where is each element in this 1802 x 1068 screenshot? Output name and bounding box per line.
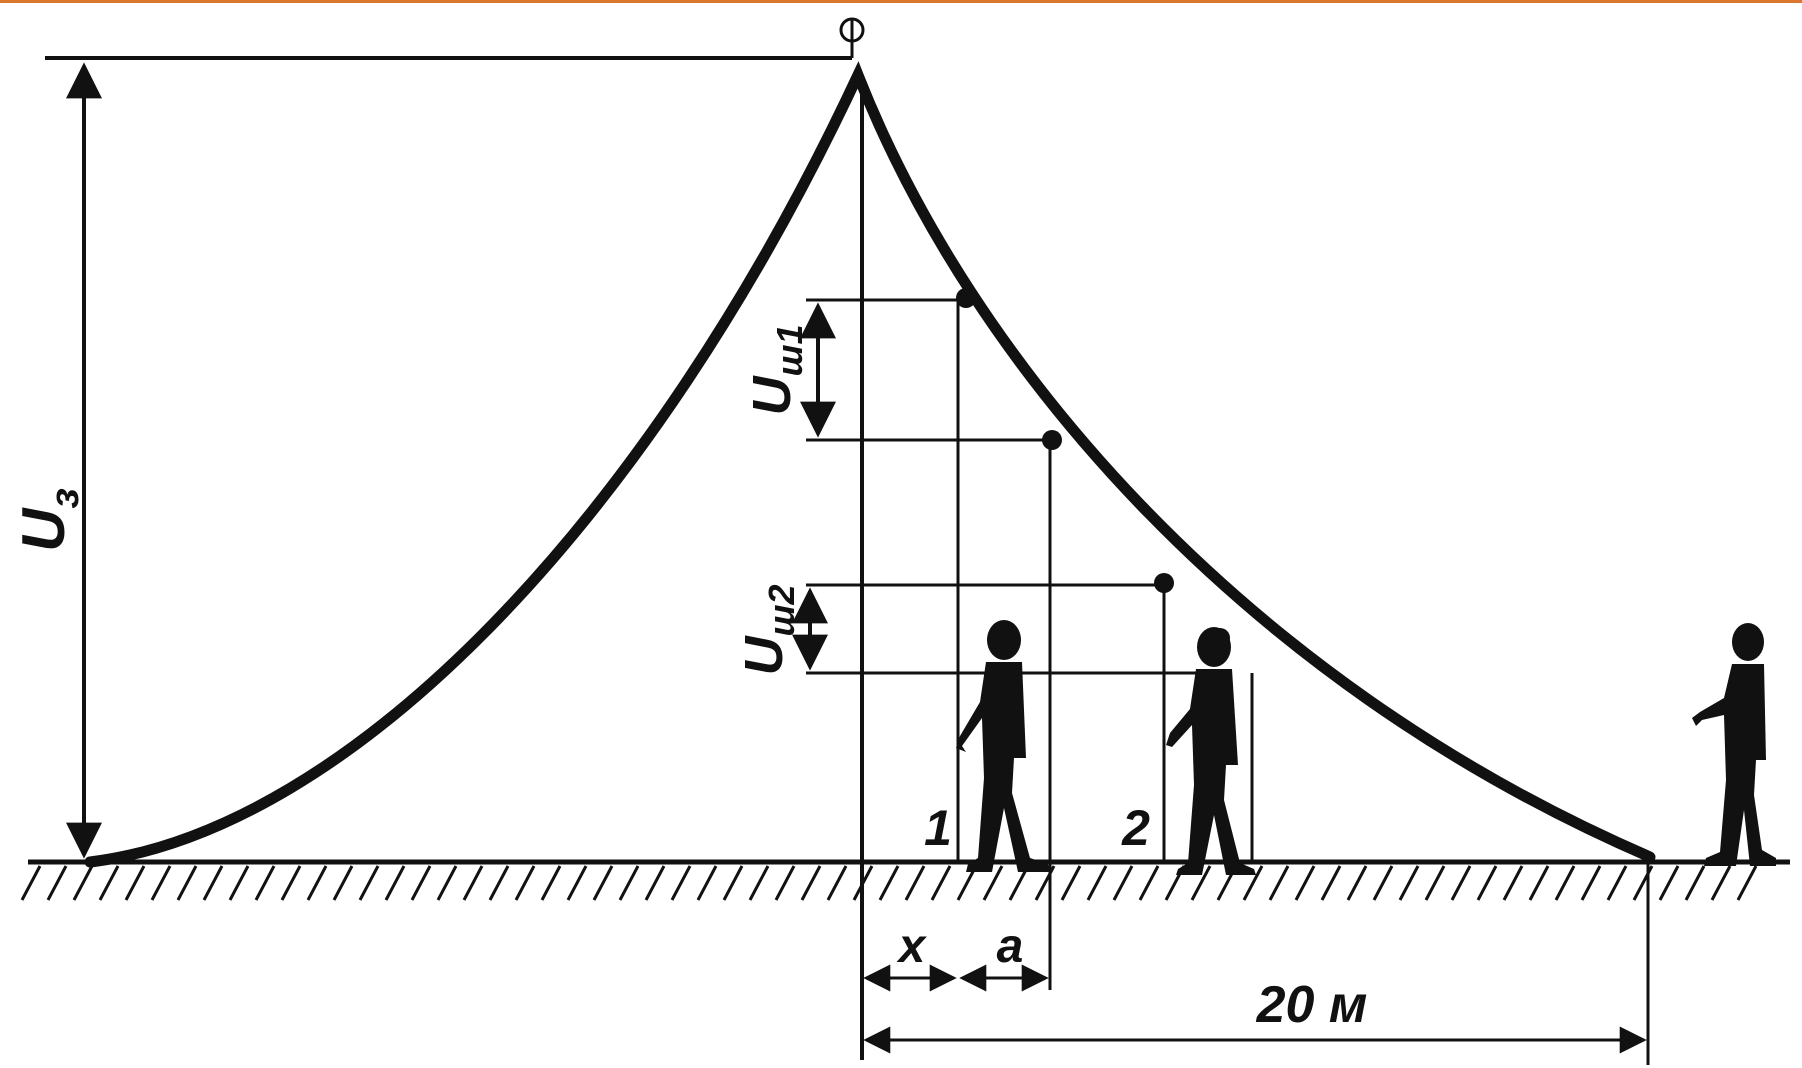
u-earth-label-sub: з <box>43 488 87 508</box>
hatch-line <box>800 865 822 901</box>
hatch-line <box>1424 865 1446 901</box>
x-label: x <box>896 920 928 973</box>
ground <box>20 859 1790 901</box>
hatch-line <box>1684 865 1706 901</box>
hatch-line <box>1268 865 1290 901</box>
hatch-line <box>644 865 666 901</box>
u-step2-label-main: U <box>734 635 794 676</box>
u-earth-label: Uз <box>10 488 87 552</box>
a-label: a <box>997 920 1024 973</box>
hatch-line <box>436 865 458 901</box>
hatch-line <box>904 865 926 901</box>
hatch-line <box>592 865 614 901</box>
top-border <box>0 0 1802 3</box>
hatch-line <box>1606 865 1628 901</box>
u-step2-label-sub: ш2 <box>761 584 802 636</box>
hatch-line <box>1138 865 1160 901</box>
u-step2-label: Uш2 <box>734 584 802 675</box>
hatch-line <box>384 865 406 901</box>
person-2-number: 2 <box>1121 800 1150 856</box>
hatch-line <box>1086 865 1108 901</box>
hatch-line <box>1346 865 1368 901</box>
hatch-line <box>1528 865 1550 901</box>
hatch-line <box>1294 865 1316 901</box>
hatch-line <box>358 865 380 901</box>
hatch-line <box>1554 865 1576 901</box>
svg-text:Uш1: Uш1 <box>742 324 810 415</box>
hatch-line <box>670 865 692 901</box>
hatch-line <box>332 865 354 901</box>
hatch-line <box>1112 865 1134 901</box>
hatch-line <box>618 865 640 901</box>
hatch-line <box>1398 865 1420 901</box>
hatch-line <box>982 865 1004 901</box>
hatch-line <box>202 865 224 901</box>
hatch-line <box>1580 865 1602 901</box>
hatch-line <box>124 865 146 901</box>
hatch-line <box>20 865 42 901</box>
ground-hatching <box>20 865 1758 901</box>
hatch-line <box>748 865 770 901</box>
hatch-line <box>540 865 562 901</box>
hatch-line <box>1476 865 1498 901</box>
hatch-line <box>722 865 744 901</box>
hatch-line <box>176 865 198 901</box>
curve-points <box>956 288 1230 648</box>
hatch-line <box>150 865 172 901</box>
hatch-line <box>228 865 250 901</box>
svg-text:Uз: Uз <box>10 488 87 552</box>
hatch-line <box>696 865 718 901</box>
hatch-line <box>280 865 302 901</box>
hatch-line <box>1736 865 1758 901</box>
hatch-line <box>930 865 952 901</box>
step-guides-vertical <box>956 300 1650 1065</box>
electrode-marker <box>839 17 865 58</box>
hatch-line <box>1190 865 1212 901</box>
potential-curve <box>84 61 1656 868</box>
hatch-line <box>566 865 588 901</box>
hatch-line <box>1658 865 1680 901</box>
u-step1-label-main: U <box>742 375 802 416</box>
distance-label: 20 м <box>1256 976 1368 1034</box>
hatch-line <box>774 865 796 901</box>
hatch-line <box>72 865 94 901</box>
hatch-line <box>462 865 484 901</box>
hatch-line <box>1060 865 1082 901</box>
hatch-line <box>254 865 276 901</box>
hatch-line <box>410 865 432 901</box>
hatch-line <box>826 865 848 901</box>
hatch-line <box>1450 865 1472 901</box>
person-1-icon <box>956 620 1050 872</box>
hatch-line <box>1710 865 1732 901</box>
svg-text:Uш2: Uш2 <box>734 584 802 675</box>
hatch-line <box>1502 865 1524 901</box>
hatch-line <box>1372 865 1394 901</box>
hatch-line <box>98 865 120 901</box>
hatch-line <box>488 865 510 901</box>
hatch-line <box>878 865 900 901</box>
u-step1-label-sub: ш1 <box>769 324 810 376</box>
person-2-icon <box>1166 627 1256 875</box>
person-1-number: 1 <box>924 800 952 856</box>
hatch-line <box>1242 865 1264 901</box>
person-3-icon <box>1692 623 1776 866</box>
u-step1-label: Uш1 <box>742 324 810 415</box>
hatch-line <box>306 865 328 901</box>
hatch-line <box>1320 865 1342 901</box>
hatch-line <box>514 865 536 901</box>
u-earth-label-main: U <box>10 507 77 552</box>
hatch-line <box>46 865 68 901</box>
